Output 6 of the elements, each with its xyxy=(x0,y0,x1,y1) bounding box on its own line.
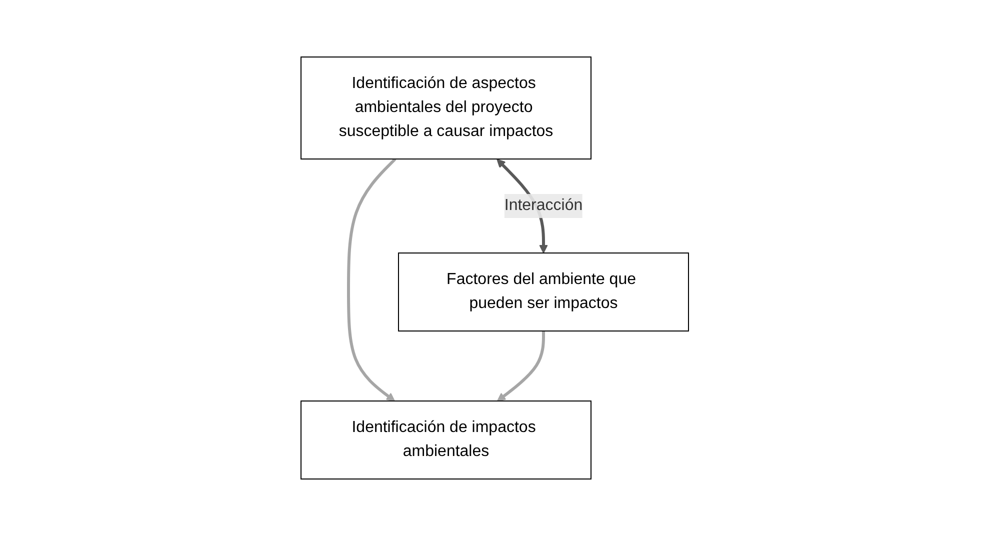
node-box: Identificación de impactos ambientales xyxy=(300,400,592,479)
arrow xyxy=(347,157,397,401)
arrow xyxy=(497,330,546,401)
node-box: Factores del ambiente que pueden ser impactos xyxy=(398,252,690,331)
edge-label: Interacción xyxy=(504,196,583,214)
node-box: Identificación de aspectos ambientales del proyecto susceptible a causar impactos xyxy=(300,56,592,159)
